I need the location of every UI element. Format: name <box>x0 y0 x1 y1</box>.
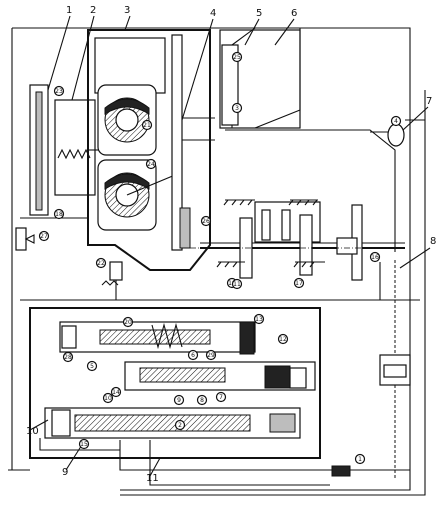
svg-text:12: 12 <box>279 336 287 343</box>
circle-label-10: 10 <box>102 392 114 404</box>
svg-text:5: 5 <box>90 363 94 370</box>
circled-labels: 23 18 21 24 25 27 26 22 16 17 19 13 12 2… <box>38 51 402 465</box>
svg-text:17: 17 <box>295 280 303 287</box>
callout-11: 11 <box>146 473 159 484</box>
svg-text:8: 8 <box>200 397 204 404</box>
callout-3: 3 <box>124 5 130 16</box>
circle-label-3: 3 <box>231 102 243 114</box>
circle-label-2: 2 <box>174 419 186 431</box>
circle-label-27: 27 <box>38 230 50 242</box>
part-4-shaft <box>171 34 215 251</box>
part-7-sensor <box>370 123 405 147</box>
circle-label-6: 6 <box>187 349 199 361</box>
circle-label-1: 1 <box>354 453 366 465</box>
svg-text:11: 11 <box>233 281 241 288</box>
svg-text:18: 18 <box>55 211 63 218</box>
svg-text:25: 25 <box>233 54 241 61</box>
callout-9: 9 <box>62 467 68 478</box>
svg-text:3: 3 <box>235 105 239 112</box>
callout-4: 4 <box>210 8 216 19</box>
circle-label-26: 26 <box>200 215 212 227</box>
svg-text:28: 28 <box>64 354 72 361</box>
circle-label-16: 16 <box>369 251 381 263</box>
svg-text:2: 2 <box>178 422 182 429</box>
svg-text:22: 22 <box>97 260 105 267</box>
circle-label-29: 29 <box>205 349 217 361</box>
circle-label-13: 13 <box>253 313 265 325</box>
circle-label-7: 7 <box>215 391 227 403</box>
circle-label-14: 14 <box>110 386 122 398</box>
svg-text:7: 7 <box>219 394 223 401</box>
svg-text:13: 13 <box>255 316 263 323</box>
svg-text:23: 23 <box>55 88 63 95</box>
callout-5: 5 <box>256 8 262 19</box>
callout-7: 7 <box>426 96 432 107</box>
svg-text:16: 16 <box>371 254 379 261</box>
circle-label-18: 18 <box>53 208 65 220</box>
svg-text:1: 1 <box>358 456 362 463</box>
callout-8: 8 <box>430 236 436 247</box>
svg-text:21: 21 <box>143 122 151 129</box>
svg-text:15: 15 <box>80 441 88 448</box>
valve-body <box>29 307 321 459</box>
part-5-6-engine <box>219 27 301 129</box>
callout-6: 6 <box>291 8 297 19</box>
bottom-circuit <box>119 354 411 486</box>
part-1-rack <box>29 84 49 216</box>
part-2-block <box>54 99 100 196</box>
circle-label-24: 24 <box>145 158 157 170</box>
svg-text:4: 4 <box>394 118 398 125</box>
svg-text:27: 27 <box>40 233 48 240</box>
circle-label-28: 28 <box>62 351 74 363</box>
svg-text:10: 10 <box>104 395 112 402</box>
circle-label-17: 17 <box>293 277 305 289</box>
circle-label-20: 20 <box>122 316 134 328</box>
circle-label-21: 21 <box>141 119 153 131</box>
circle-label-23: 23 <box>53 85 65 97</box>
circle-label-5: 5 <box>86 360 98 372</box>
circle-label-25: 25 <box>231 51 243 63</box>
circle-label-22: 22 <box>95 257 107 269</box>
svg-text:29: 29 <box>207 352 215 359</box>
callout-numbers: 1 2 3 4 5 6 7 8 9 10 11 <box>26 5 436 484</box>
svg-text:6: 6 <box>191 352 195 359</box>
circle-label-4: 4 <box>390 115 402 127</box>
circle-label-15: 15 <box>78 438 90 450</box>
circle-label-11: 11 <box>231 278 243 290</box>
svg-text:26: 26 <box>202 218 210 225</box>
svg-text:20: 20 <box>124 319 132 326</box>
svg-text:24: 24 <box>147 161 155 168</box>
relief-valve <box>101 261 123 300</box>
svg-text:14: 14 <box>112 389 120 396</box>
circle-label-8: 8 <box>196 394 208 406</box>
part-3-torque-converter <box>87 29 211 271</box>
callout-1: 1 <box>66 5 72 16</box>
circle-label-12: 12 <box>277 333 289 345</box>
circle-label-9: 9 <box>173 394 185 406</box>
callout-2: 2 <box>90 5 96 16</box>
left-check-valve <box>15 227 35 251</box>
svg-text:9: 9 <box>177 397 181 404</box>
callout-10: 10 <box>26 426 39 437</box>
outer-circuit-lines <box>8 27 426 496</box>
